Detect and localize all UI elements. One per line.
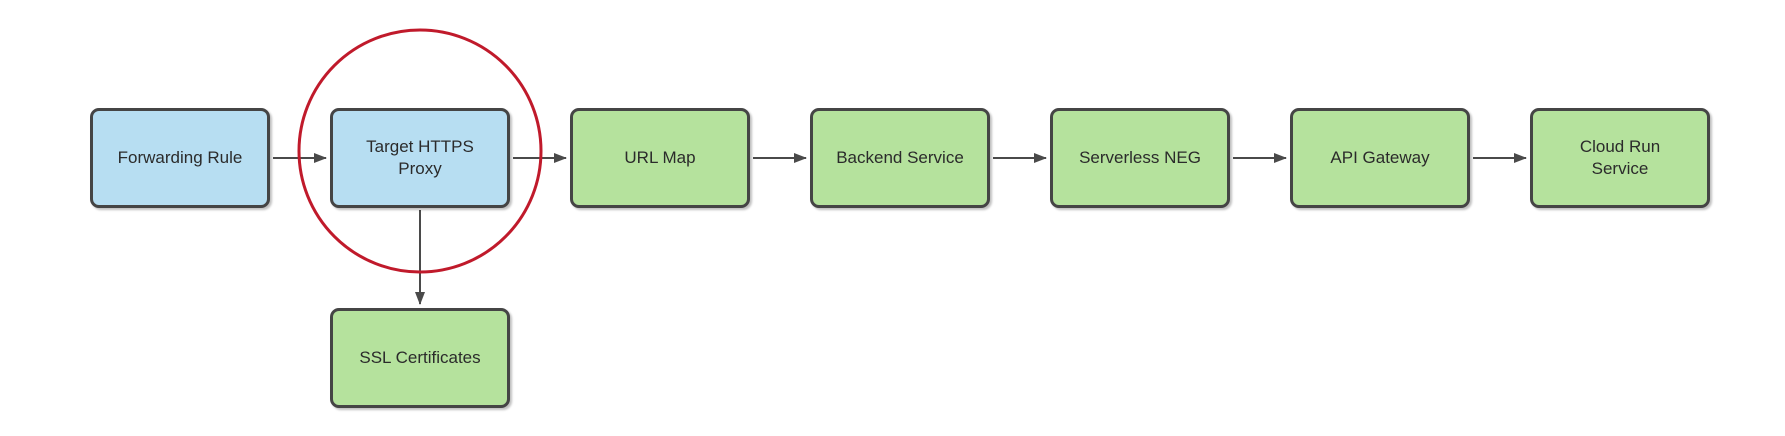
node-target-https-proxy: Target HTTPS Proxy [330,108,510,208]
node-serverless-neg-label: Serverless NEG [1079,147,1201,167]
node-serverless-neg: Serverless NEG [1050,108,1230,208]
node-backend-service: Backend Service [810,108,990,208]
node-url-map-label: URL Map [624,147,696,167]
node-ssl-certificates-label: SSL Certificates [359,347,481,367]
node-url-map: URL Map [570,108,750,208]
node-cloud-run-service-label: Cloud Run Service [1579,136,1661,178]
node-forwarding-rule: Forwarding Rule [90,108,270,208]
node-backend-service-label: Backend Service [836,147,964,167]
node-cloud-run-service: Cloud Run Service [1530,108,1710,208]
node-forwarding-rule-label: Forwarding Rule [117,147,243,167]
node-ssl-certificates: SSL Certificates [330,308,510,408]
node-api-gateway: API Gateway [1290,108,1470,208]
node-target-https-proxy-label: Target HTTPS Proxy [366,136,474,178]
node-api-gateway-label: API Gateway [1330,147,1430,167]
